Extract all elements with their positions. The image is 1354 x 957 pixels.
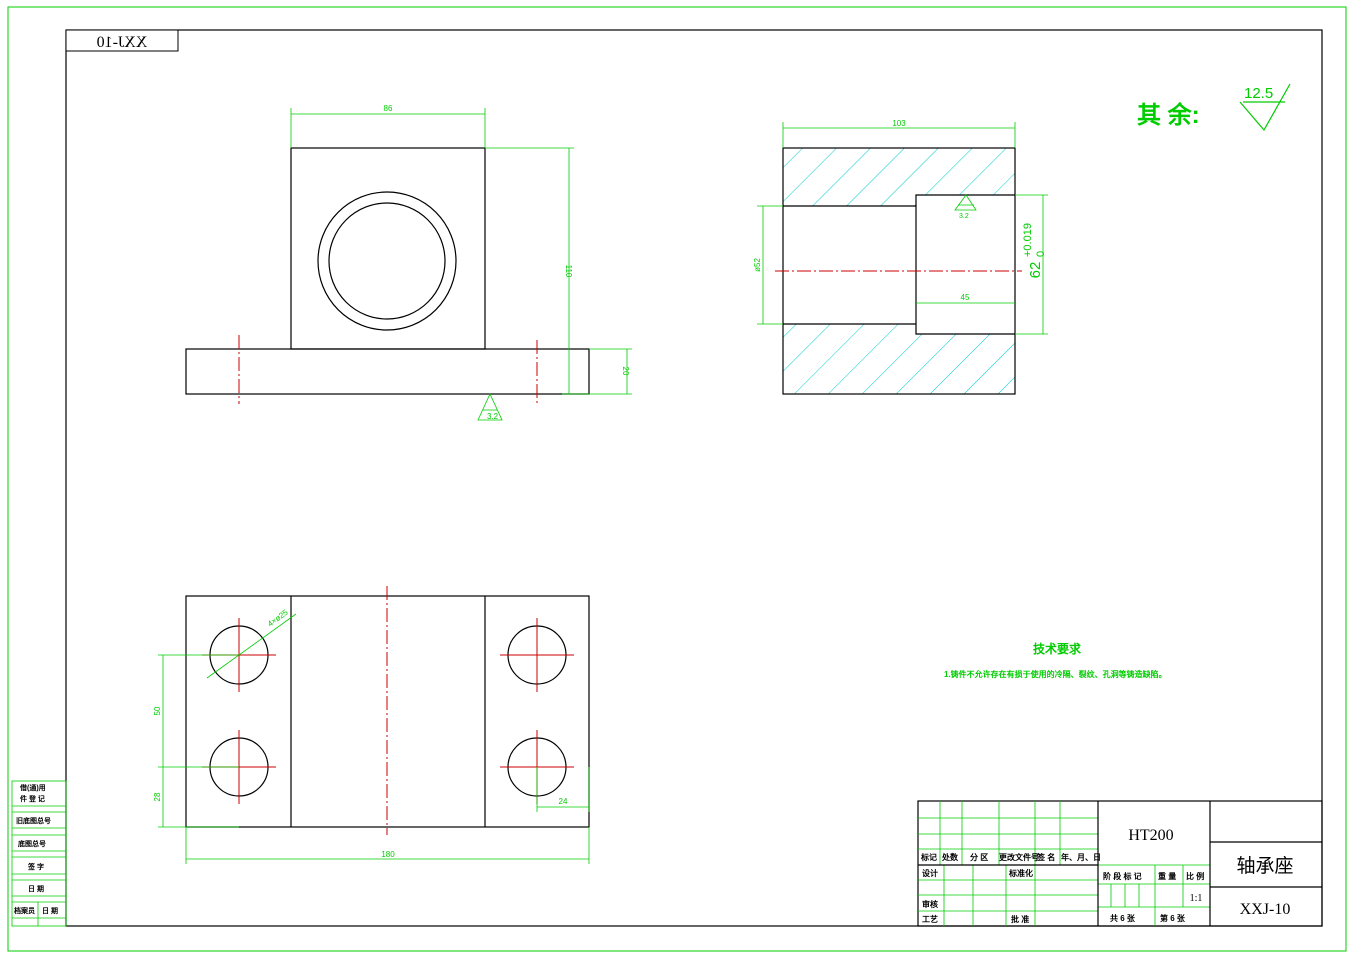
- dim-height: [485, 147, 589, 395]
- tb-row-design: 设计: [922, 868, 938, 878]
- front-roughness-text: 3.2: [487, 412, 499, 421]
- roughness-note-label: 其 余:: [1137, 101, 1200, 129]
- hole-callout-text: 4×ø25: [266, 608, 290, 629]
- tb-hdr-count: 处数: [941, 852, 959, 862]
- bore-inner-circle: [328, 202, 446, 320]
- tb-drawing-number: XXJ-10: [1240, 901, 1291, 918]
- roughness-note-value: 12.5: [1244, 85, 1273, 102]
- section-bore: [783, 194, 1015, 335]
- dim-total-length-text: 180: [381, 850, 395, 859]
- strip-row6a: 档案员: [13, 906, 35, 915]
- strip-row6b: 日 期: [42, 906, 58, 915]
- dim-edge-offset-text: 28: [153, 792, 162, 801]
- tb-row-check: 审核: [922, 899, 938, 909]
- title-block: [917, 800, 1323, 927]
- dim-depth-text: 45: [961, 293, 970, 302]
- bore-outer-circle: [317, 191, 457, 331]
- tb-scale-label: 比 例: [1186, 871, 1204, 881]
- tb-weight: 重 量: [1158, 871, 1176, 881]
- tb-part-name: 轴承座: [1236, 855, 1293, 877]
- strip-row2: 旧底图总号: [16, 816, 51, 825]
- strip-row1a: 借(通)用: [19, 783, 46, 792]
- tb-hdr-date: 年、月、日: [1061, 852, 1101, 862]
- tech-req-title: 技术要求: [1033, 641, 1082, 656]
- tb-row-approve: 批 准: [1011, 914, 1029, 924]
- tb-row-process: 工艺: [922, 914, 938, 924]
- roughness-note: 其 余: 12.5: [1137, 83, 1291, 132]
- tech-req-item: 1.铸件不允许存在有损于使用的冷隔、裂纹、孔洞等铸造缺陷。: [944, 669, 1167, 679]
- tb-sheets-total: 共 6 张: [1110, 913, 1136, 923]
- mount-hole: [500, 618, 574, 692]
- outer-border: [7, 6, 1347, 952]
- roughness-symbol-icon: [1239, 83, 1291, 132]
- tb-sheet-no: 第 6 张: [1160, 913, 1186, 923]
- tb-hdr-zone: 分 区: [970, 852, 988, 862]
- tb-scale: 1:1: [1190, 893, 1203, 904]
- roughness-symbol-icon: [477, 393, 503, 421]
- dim-height-text: 110: [564, 265, 573, 278]
- dim-base-height-text: 20: [621, 367, 630, 376]
- dim-bore-large-text: 62: [1027, 262, 1044, 279]
- dim-base-height: [589, 348, 632, 395]
- strip-row4: 签 字: [27, 862, 44, 871]
- dim-side-offset-text: 24: [559, 797, 568, 806]
- inner-border: [65, 29, 1323, 927]
- left-strip: [11, 780, 67, 927]
- tb-hdr-signature: 签 名: [1036, 852, 1055, 862]
- mirrored-drawing-code: XXJ-10: [97, 34, 148, 51]
- front-view: 86 110 20 3.2: [185, 104, 632, 421]
- front-base: [185, 348, 590, 395]
- mirrored-code-box: XXJ-10: [65, 29, 179, 52]
- strip-row3: 底图总号: [18, 839, 46, 848]
- tb-row-standardize: 标准化: [1008, 868, 1033, 878]
- strip-row1b: 件 登 记: [20, 794, 45, 803]
- tb-material: HT200: [1128, 827, 1173, 844]
- section-view: 103 ø52 62 +0.019 0 45 3.2: [753, 119, 1048, 395]
- dim-tol-lower-text: 0: [1035, 251, 1047, 257]
- tb-hdr-change-doc: 更改文件号: [999, 852, 1039, 862]
- dim-bore-small-text: ø52: [753, 258, 762, 272]
- dim-width-text: 86: [384, 104, 393, 113]
- dim-width: [290, 108, 486, 148]
- dim-spacing-text: 50: [153, 706, 162, 715]
- section-roughness-text: 3.2: [959, 213, 969, 220]
- tb-hdr-mark: 标记: [920, 852, 937, 862]
- roughness-symbol-icon: [954, 194, 977, 211]
- top-view: 4×ø25 50 28 24 180: [153, 586, 590, 864]
- tech-requirements: 技术要求 1.铸件不允许存在有损于使用的冷隔、裂纹、孔洞等铸造缺陷。: [944, 641, 1167, 679]
- tb-stage-mark: 阶 段 标 记: [1103, 871, 1142, 881]
- dim-length-text: 103: [892, 119, 906, 128]
- dim-tol-upper-text: +0.019: [1022, 223, 1034, 257]
- strip-row5: 日 期: [28, 884, 44, 893]
